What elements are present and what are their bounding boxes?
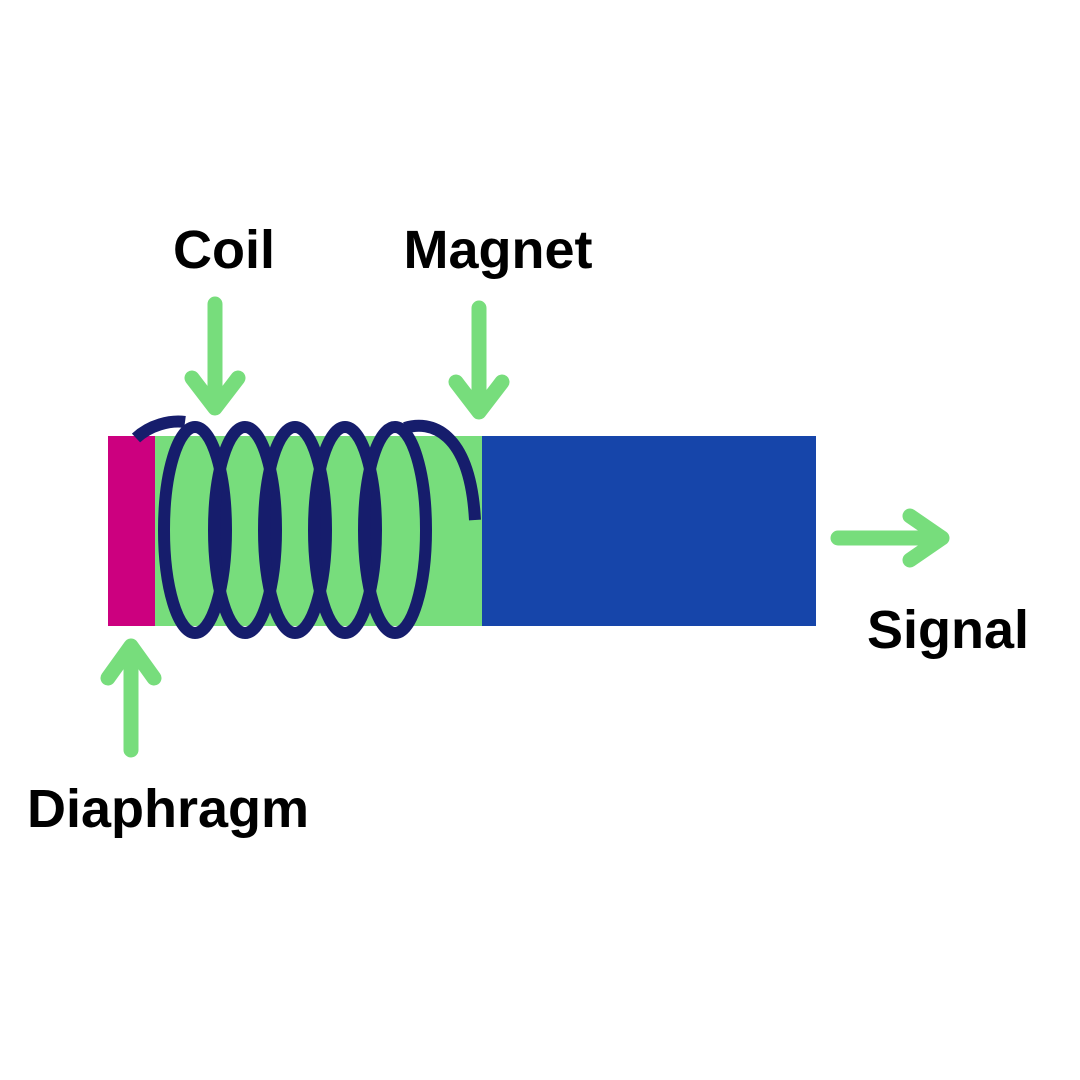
- diaphragm-label: Diaphragm: [27, 779, 309, 839]
- coil-loop: [258, 421, 332, 639]
- signal-arrow: [830, 508, 950, 568]
- coil-end: [403, 419, 481, 521]
- coil: [131, 415, 481, 639]
- diaphragm: [108, 436, 156, 626]
- coil-loop: [308, 421, 382, 639]
- magnet-body: [482, 436, 816, 626]
- magnet-label: Magnet: [404, 220, 593, 280]
- magnet-arrow: [448, 300, 510, 420]
- signal-label: Signal: [867, 600, 1029, 660]
- coil-loop: [208, 421, 282, 639]
- coil-label: Coil: [173, 220, 275, 280]
- coil-loop: [358, 421, 432, 639]
- coil-start: [131, 415, 186, 443]
- diaphragm-arrow: [100, 638, 162, 758]
- coil-arrow: [184, 296, 246, 416]
- coil-loop: [158, 421, 232, 639]
